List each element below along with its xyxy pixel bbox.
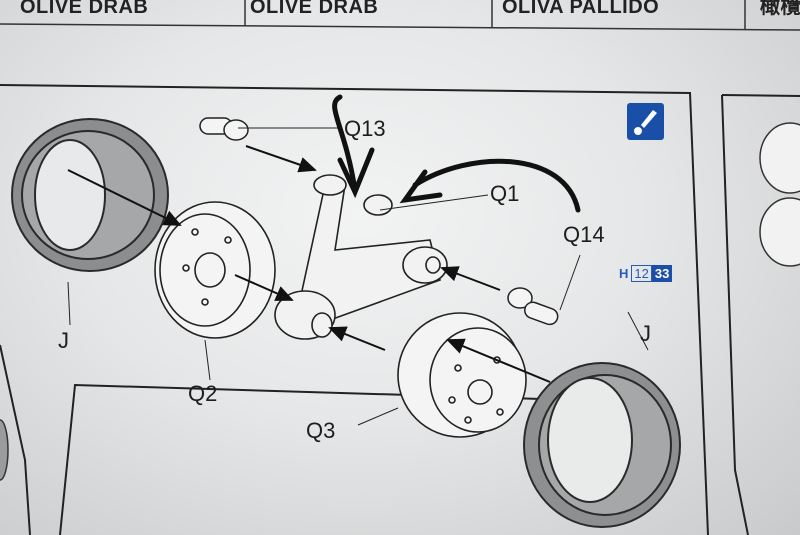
- part-label-q2: Q2: [188, 381, 218, 406]
- paint-brush-icon: [627, 103, 664, 140]
- pin-q13: [199, 117, 249, 141]
- left-tire: [11, 118, 169, 272]
- part-label-j-right: J: [640, 321, 651, 346]
- header-cell-3: OLIVA PALLIDO: [502, 0, 660, 18]
- part-label-j-left: J: [58, 328, 69, 353]
- badge-prefix: H: [619, 265, 629, 281]
- pin-q14: [507, 287, 559, 326]
- left-wheel: [154, 201, 276, 339]
- part-label-q1: Q1: [490, 181, 520, 206]
- right-wheel: [397, 312, 527, 438]
- assembly-arrows: [67, 145, 551, 383]
- suspension-arm: [274, 174, 448, 340]
- header-cell-1: OLIVE DRAB: [20, 0, 149, 18]
- part-label-q3: Q3: [306, 418, 336, 443]
- right-tire: [523, 362, 681, 528]
- part-label-q13: Q13: [344, 116, 386, 141]
- marker-annotation: [332, 94, 581, 213]
- badge-number-1: 12: [631, 264, 652, 282]
- part-label-q14: Q14: [563, 222, 605, 247]
- reference-badge: H 12 33: [619, 264, 673, 282]
- header-cell-4: 橄欖: [760, 0, 800, 18]
- header-cell-2: OLIVE DRAB: [250, 0, 379, 18]
- side-panel-parts: [0, 122, 800, 481]
- badge-number-2: 33: [651, 264, 673, 282]
- leader-lines: [67, 127, 649, 426]
- header-grid: [0, 0, 800, 31]
